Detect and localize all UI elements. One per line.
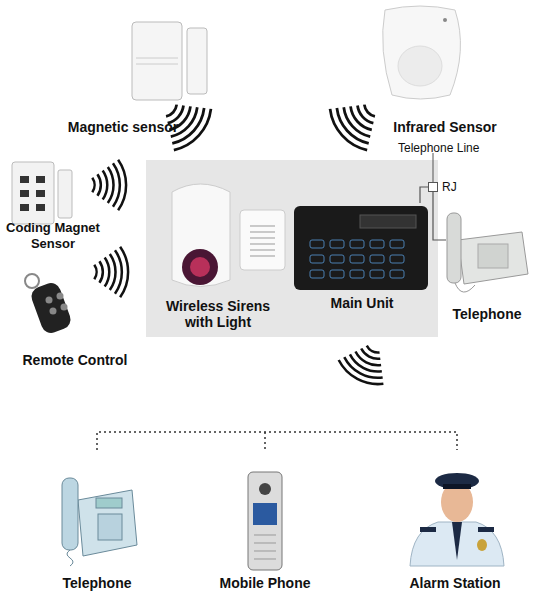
officer-cap bbox=[435, 473, 479, 489]
sensor-seam bbox=[136, 64, 178, 65]
remote-control-picture bbox=[25, 274, 73, 336]
remote-button bbox=[57, 293, 64, 300]
device-label: Remote Control bbox=[23, 352, 128, 368]
receiver-node: Mobile Phone bbox=[205, 462, 325, 591]
device-node: Main Unit bbox=[292, 203, 432, 311]
keypad-body bbox=[12, 162, 54, 224]
device-node: Coding Magnet Sensor bbox=[0, 158, 106, 252]
mobile-phone-picture bbox=[248, 472, 282, 570]
device-node: Wireless Sirens with Light bbox=[153, 175, 283, 330]
mobile-keys bbox=[254, 535, 276, 559]
unit-keypad bbox=[310, 240, 404, 278]
mobile-screen bbox=[253, 503, 277, 525]
officer-face bbox=[441, 482, 473, 522]
key-ring bbox=[25, 274, 39, 288]
keypad-button bbox=[36, 204, 45, 211]
coding-sensor-picture bbox=[12, 162, 72, 224]
device-node: Magnetic sensor bbox=[58, 15, 188, 135]
remote-body bbox=[29, 280, 74, 335]
siren-lens bbox=[182, 249, 218, 285]
keypad-button bbox=[20, 176, 29, 183]
officer-epaulette bbox=[420, 527, 436, 532]
phone-cable bbox=[433, 192, 446, 240]
receiver-node: Alarm Station bbox=[390, 458, 520, 591]
officer-picture bbox=[410, 473, 504, 566]
sensor-led bbox=[443, 18, 447, 22]
remote-button bbox=[61, 304, 68, 311]
siren-picture bbox=[172, 184, 230, 287]
officer-epaulette bbox=[478, 527, 494, 532]
unit-body bbox=[294, 206, 428, 290]
phone-cable bbox=[420, 187, 428, 203]
telephone-picture bbox=[447, 213, 528, 292]
device-label: Main Unit bbox=[331, 295, 394, 311]
device-label: Coding Magnet Sensor bbox=[0, 220, 106, 252]
device-node: Telephone bbox=[446, 200, 528, 322]
magnetic-sensor-picture bbox=[132, 22, 207, 100]
wire-label: Telephone Line bbox=[398, 141, 479, 155]
wireless-waves bbox=[324, 90, 389, 156]
keypad-button bbox=[36, 190, 45, 197]
sensor-body bbox=[383, 6, 461, 99]
sensor-seam bbox=[136, 58, 178, 59]
remote-button bbox=[46, 297, 53, 304]
mobile-body bbox=[248, 472, 282, 570]
phone-keypad bbox=[478, 244, 508, 268]
device-label: Wireless Sirens with Light bbox=[153, 298, 283, 330]
phone-keypad bbox=[98, 514, 122, 540]
dispatch-bracket bbox=[97, 432, 457, 450]
sensor-lens bbox=[398, 46, 442, 86]
phone-handset bbox=[62, 478, 78, 550]
phone-cord bbox=[455, 283, 475, 292]
phone-base bbox=[78, 490, 137, 556]
phone-base bbox=[458, 232, 528, 284]
device-node: Infrared Sensor bbox=[375, 5, 515, 135]
main-unit-picture bbox=[294, 206, 428, 290]
phone-cord bbox=[67, 550, 73, 566]
telephone-wire bbox=[433, 153, 434, 182]
sensor-magnet bbox=[187, 28, 207, 94]
wireless-waves bbox=[335, 337, 396, 391]
jack-port: RJ bbox=[428, 182, 438, 192]
siren-light bbox=[190, 257, 210, 277]
wireless-waves bbox=[92, 160, 126, 211]
officer-badge bbox=[477, 539, 487, 551]
speaker-body bbox=[240, 210, 285, 270]
officer-shirt bbox=[410, 522, 504, 566]
receiver-node: Telephone bbox=[47, 462, 147, 591]
device-label: Telephone bbox=[63, 575, 132, 591]
keypad-button bbox=[20, 204, 29, 211]
keypad-button bbox=[20, 190, 29, 197]
speaker-picture bbox=[240, 210, 285, 270]
remote-button bbox=[50, 308, 57, 315]
sensor-body bbox=[132, 22, 182, 100]
phone-screen bbox=[96, 498, 122, 508]
keypad-button bbox=[36, 176, 45, 183]
wireless-waves bbox=[94, 247, 128, 298]
speaker-grille bbox=[250, 226, 275, 256]
telephone-picture bbox=[62, 478, 137, 566]
phone-handset bbox=[447, 213, 461, 283]
sensor-magnet bbox=[58, 170, 72, 218]
device-label: Alarm Station bbox=[409, 575, 500, 591]
device-label: Telephone bbox=[453, 306, 522, 322]
mobile-camera bbox=[259, 483, 271, 495]
device-label: RJ bbox=[442, 179, 457, 195]
officer-cap-peak bbox=[443, 484, 471, 489]
siren-body bbox=[172, 184, 230, 287]
device-panel bbox=[146, 160, 438, 337]
officer-tie bbox=[452, 522, 462, 560]
infrared-sensor-picture bbox=[383, 6, 461, 99]
device-label: Mobile Phone bbox=[220, 575, 311, 591]
unit-screen bbox=[360, 215, 416, 228]
device-label: Magnetic sensor bbox=[68, 119, 178, 135]
device-node: Remote Control bbox=[10, 262, 140, 368]
device-label: Infrared Sensor bbox=[393, 119, 496, 135]
